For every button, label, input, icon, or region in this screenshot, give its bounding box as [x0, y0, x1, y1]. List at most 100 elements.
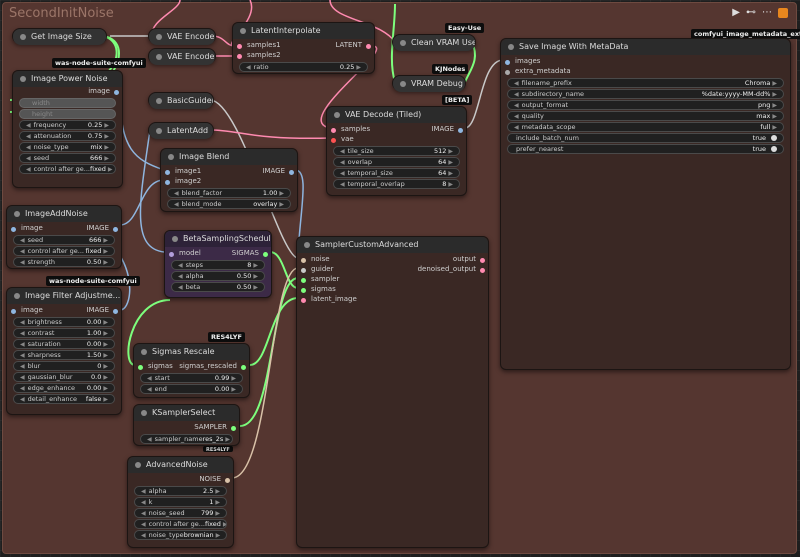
- node-basic-guider[interactable]: BasicGuider: [148, 92, 214, 109]
- node-image-power-noise[interactable]: Image Power Noise image width height ◀fr…: [12, 70, 123, 188]
- node-sigmas-rescale[interactable]: Sigmas Rescale sigmas sigmas_rescaled ◀s…: [133, 343, 250, 398]
- group-title[interactable]: SecondInitNoise: [9, 6, 114, 21]
- input-latent-image[interactable]: latent_image: [297, 295, 357, 305]
- node-get-image-size[interactable]: Get Image Size: [12, 28, 107, 45]
- node-title[interactable]: Image Blend: [161, 149, 297, 165]
- increment-arrow-icon[interactable]: ▶: [223, 521, 226, 528]
- decrement-arrow-icon[interactable]: ◀: [141, 531, 146, 539]
- decrement-arrow-icon[interactable]: ◀: [147, 435, 152, 443]
- increment-arrow-icon[interactable]: ▶: [772, 123, 777, 131]
- decrement-arrow-icon[interactable]: ◀: [20, 362, 25, 370]
- increment-arrow-icon[interactable]: ▶: [448, 158, 453, 166]
- node-title[interactable]: Sigmas Rescale: [134, 344, 249, 360]
- decrement-arrow-icon[interactable]: ◀: [178, 283, 183, 291]
- decrement-arrow-icon[interactable]: ◀: [20, 384, 25, 392]
- increment-arrow-icon[interactable]: ▶: [103, 373, 108, 381]
- input-samples2[interactable]: samples2: [233, 51, 374, 61]
- decrement-arrow-icon[interactable]: ◀: [20, 247, 25, 255]
- decrement-arrow-icon[interactable]: ◀: [141, 520, 146, 528]
- increment-arrow-icon[interactable]: ▶: [103, 362, 108, 370]
- input-image1[interactable]: image1: [161, 167, 201, 177]
- node-title[interactable]: Get Image Size: [13, 29, 106, 45]
- node-title[interactable]: Save Image With MetaData: [501, 39, 790, 55]
- toggle-icon[interactable]: [771, 146, 777, 152]
- more-icon[interactable]: ⋯: [762, 7, 772, 18]
- play-icon[interactable]: ▶: [732, 7, 740, 18]
- decrement-arrow-icon[interactable]: ◀: [514, 79, 519, 87]
- node-title[interactable]: VAE Encode: [149, 49, 215, 65]
- increment-arrow-icon[interactable]: ▶: [253, 283, 258, 291]
- input-guider[interactable]: guider: [297, 265, 357, 275]
- node-beta-sampling-scheduler[interactable]: BetaSamplingSchedul... model SIGMAS ◀ste…: [164, 230, 272, 298]
- widget-control-after-ge[interactable]: ◀control after ge...fixed▶: [134, 519, 227, 529]
- input-sigmas[interactable]: sigmas: [297, 285, 357, 295]
- widget-subdirectory-name[interactable]: ◀subdirectory_name%date:yyyy-MM-dd%▶: [507, 89, 784, 99]
- decrement-arrow-icon[interactable]: ◀: [20, 340, 25, 348]
- decrement-arrow-icon[interactable]: ◀: [514, 90, 519, 98]
- input-extra-metadata[interactable]: extra_metadata: [501, 67, 790, 77]
- slot-dot-icon[interactable]: [301, 298, 306, 303]
- increment-arrow-icon[interactable]: ▶: [215, 498, 220, 506]
- increment-arrow-icon[interactable]: ▶: [103, 340, 108, 348]
- decrement-arrow-icon[interactable]: ◀: [26, 132, 31, 140]
- increment-arrow-icon[interactable]: ▶: [104, 121, 109, 129]
- decrement-arrow-icon[interactable]: ◀: [26, 154, 31, 162]
- increment-arrow-icon[interactable]: ▶: [104, 143, 109, 151]
- increment-arrow-icon[interactable]: ▶: [448, 180, 453, 188]
- node-clean-vram[interactable]: Clean VRAM Used: [392, 34, 476, 51]
- input-image[interactable]: image: [7, 224, 43, 234]
- output-image[interactable]: IMAGE: [431, 125, 466, 135]
- decrement-arrow-icon[interactable]: ◀: [178, 261, 183, 269]
- increment-arrow-icon[interactable]: ▶: [103, 351, 108, 359]
- input-sampler[interactable]: sampler: [297, 275, 357, 285]
- output-image[interactable]: IMAGE: [86, 224, 121, 234]
- decrement-arrow-icon[interactable]: ◀: [174, 200, 179, 208]
- node-latent-add[interactable]: LatentAdd: [148, 122, 214, 139]
- widget-width[interactable]: width: [19, 98, 116, 108]
- node-latent-interpolate[interactable]: LatentInterpolate samples1 LATENT sample…: [232, 22, 375, 74]
- toggle-icon[interactable]: [771, 135, 777, 141]
- output-latent[interactable]: LATENT: [335, 41, 374, 51]
- increment-arrow-icon[interactable]: ▶: [231, 385, 236, 393]
- input-image[interactable]: image: [7, 306, 43, 316]
- increment-arrow-icon[interactable]: ▶: [104, 132, 109, 140]
- slot-dot-icon[interactable]: [480, 258, 485, 263]
- increment-arrow-icon[interactable]: ▶: [253, 272, 258, 280]
- increment-arrow-icon[interactable]: ▶: [103, 384, 108, 392]
- increment-arrow-icon[interactable]: ▶: [279, 189, 284, 197]
- increment-arrow-icon[interactable]: ▶: [104, 154, 109, 162]
- decrement-arrow-icon[interactable]: ◀: [26, 165, 31, 173]
- output-image[interactable]: image: [13, 87, 122, 97]
- decrement-arrow-icon[interactable]: ◀: [340, 180, 345, 188]
- slot-dot-icon[interactable]: [301, 288, 306, 293]
- node-image-blend[interactable]: Image Blend image1 IMAGE image2 ◀blend_f…: [160, 148, 298, 212]
- increment-arrow-icon[interactable]: ▶: [231, 374, 236, 382]
- increment-arrow-icon[interactable]: ▶: [772, 90, 777, 98]
- decrement-arrow-icon[interactable]: ◀: [26, 143, 31, 151]
- decrement-arrow-icon[interactable]: ◀: [26, 121, 31, 129]
- node-title[interactable]: SamplerCustomAdvanced: [297, 237, 488, 253]
- node-title[interactable]: BasicGuider: [149, 93, 213, 109]
- decrement-arrow-icon[interactable]: ◀: [20, 236, 25, 244]
